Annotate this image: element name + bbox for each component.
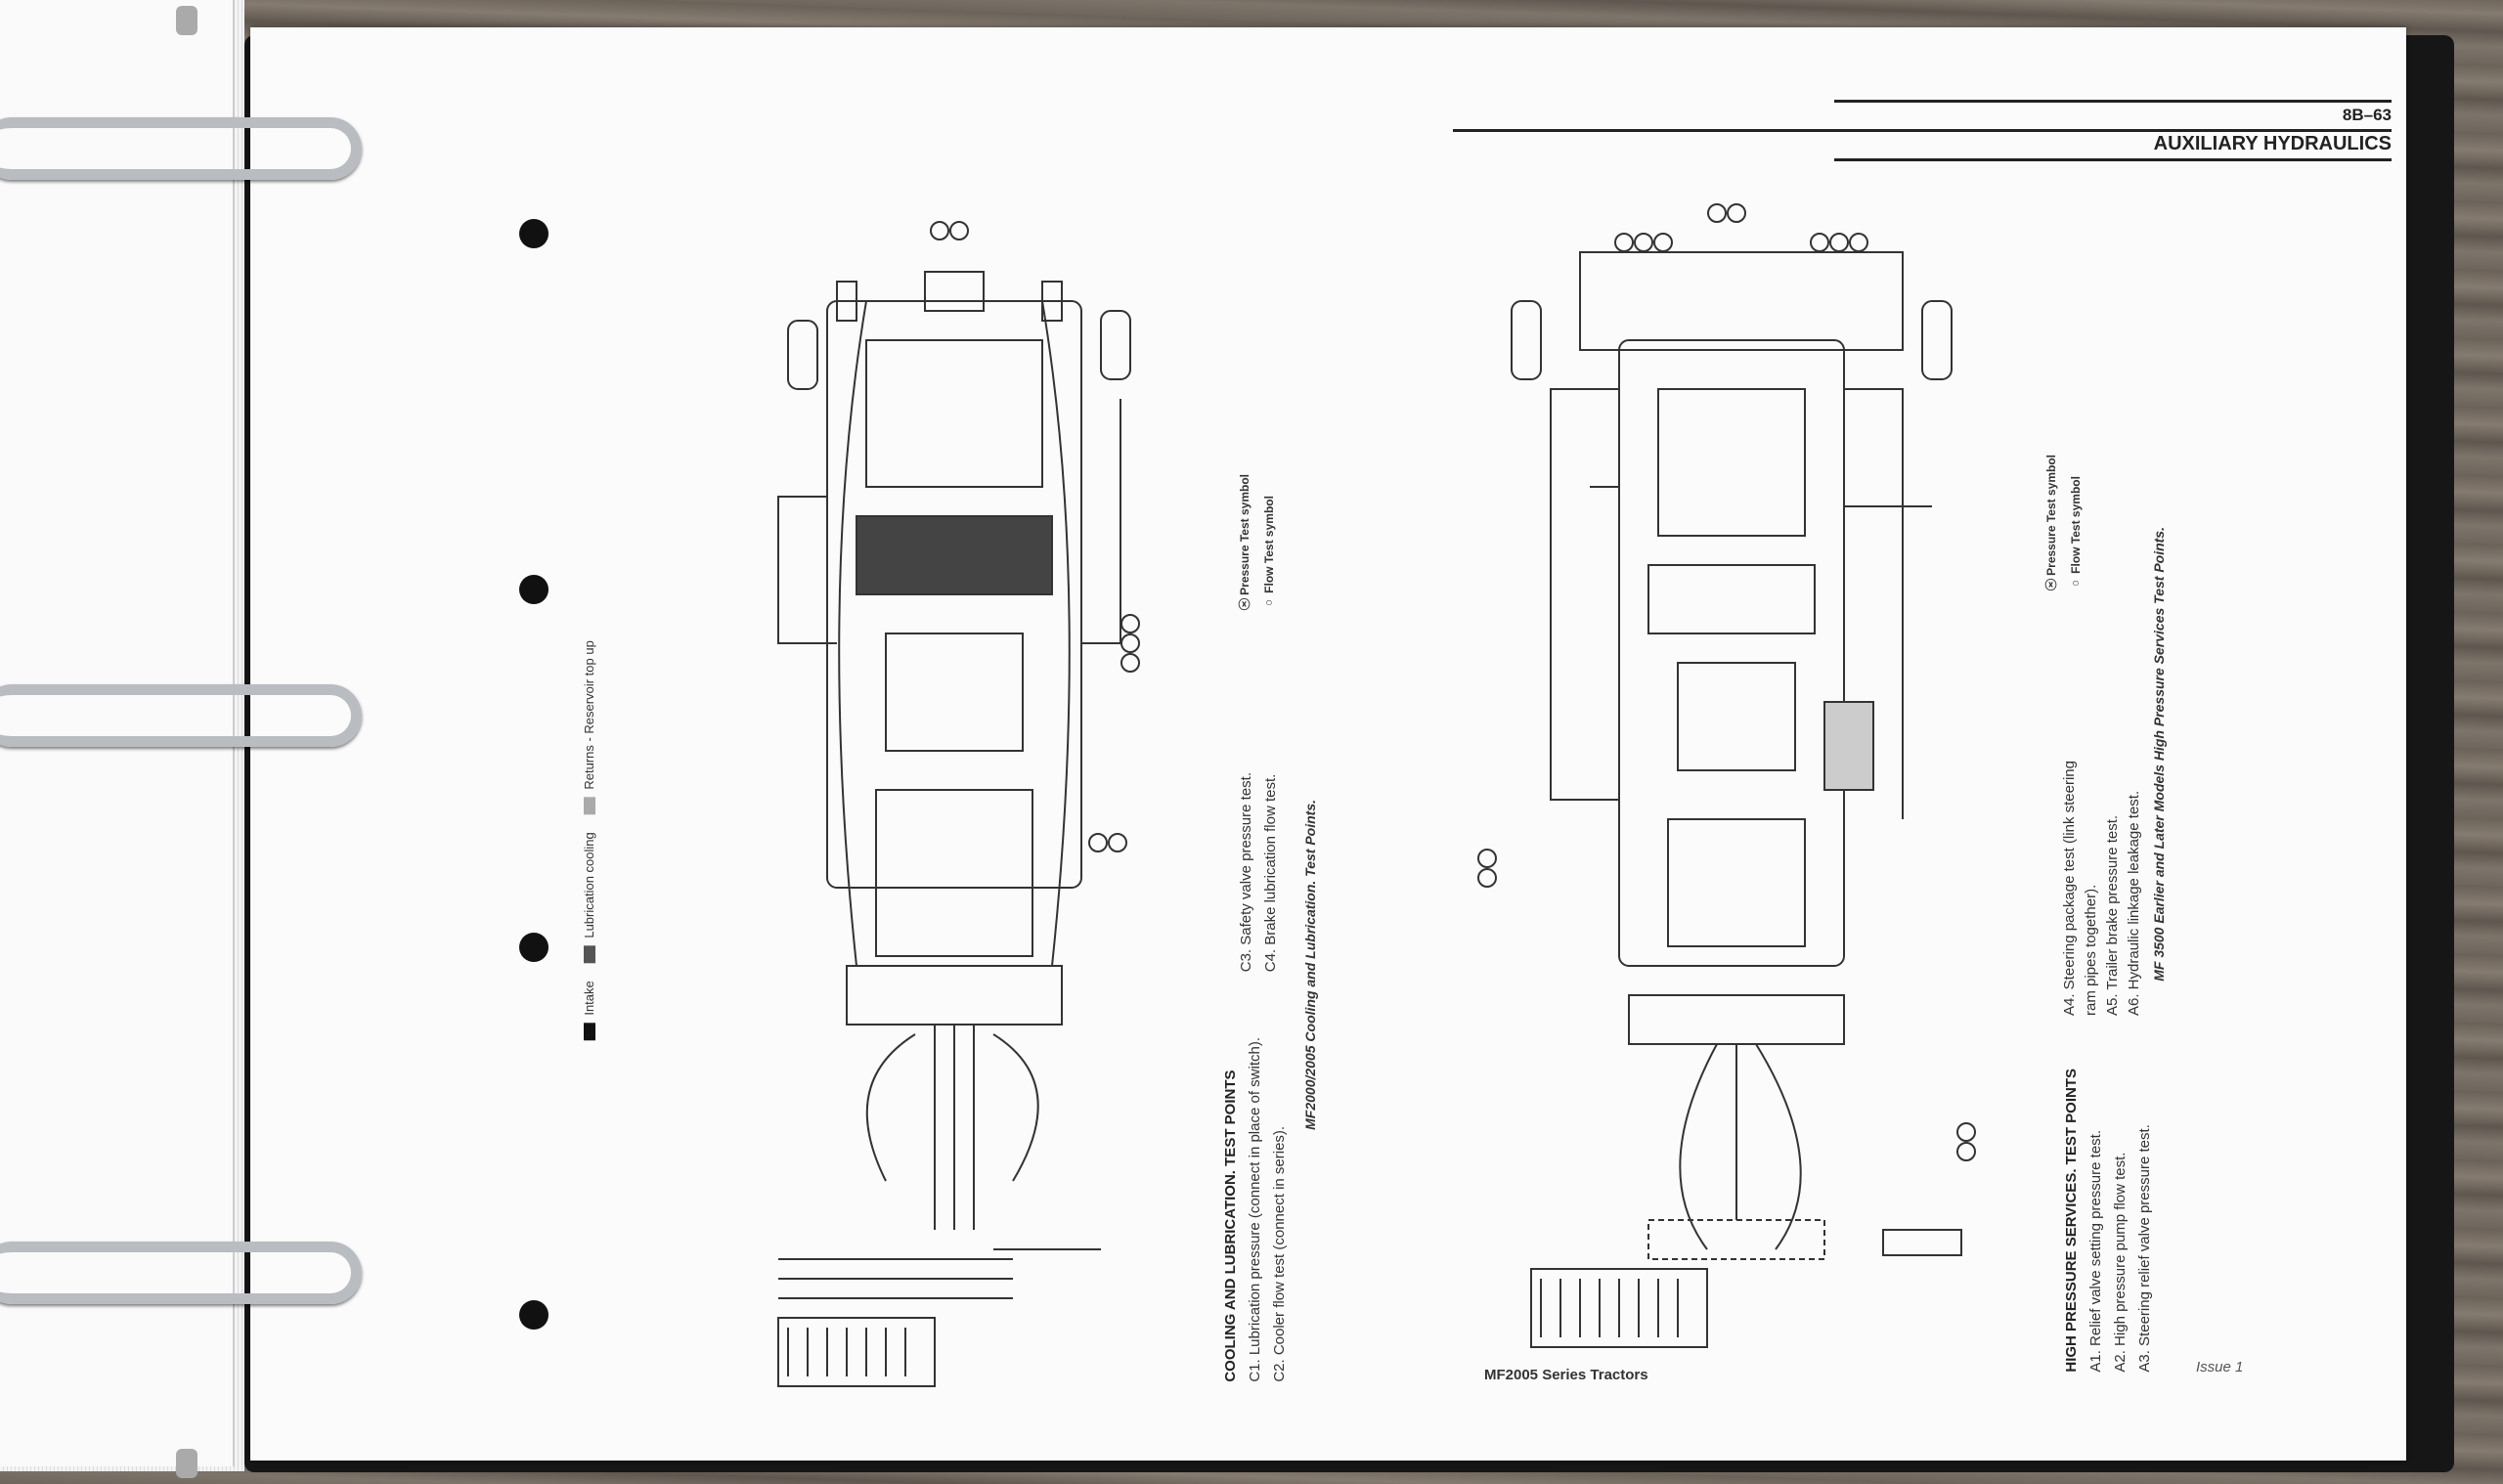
symbol-key: ⓧ Pressure Test symbol ○ Flow Test symbo… — [1233, 474, 1282, 610]
list-item: C2. Cooler flow test (connect in series)… — [1271, 1126, 1288, 1382]
list-item: C1. Lubrication pressure (connect in pla… — [1247, 1037, 1263, 1382]
header-rule — [1453, 129, 2392, 132]
binder-ring — [0, 117, 362, 180]
binder-ring-post — [176, 6, 198, 35]
legend-lubrication: Lubrication cooling — [582, 832, 596, 963]
manual-page: 8B–63 AUXILIARY HYDRAULICS Intake Lubric… — [250, 27, 2406, 1461]
flow-test-symbol: ○ Flow Test symbol — [2069, 475, 2083, 590]
list-item: A2. High pressure pump flow test. — [2112, 1152, 2129, 1373]
section-heading: COOLING AND LUBRICATION. TEST POINTS — [1222, 1069, 1239, 1382]
high-pressure-services-diagram — [1477, 203, 1976, 1348]
list-item: C4. Brake lubrication flow test. — [1262, 773, 1279, 972]
punch-hole — [519, 933, 549, 962]
cooling-lubrication-diagram — [777, 221, 1140, 1387]
flow-test-symbol: ○ Flow Test symbol — [1262, 495, 1276, 610]
list-item: A4. Steering package test (link steering… — [2061, 761, 2099, 1016]
page-number: 8B–63 — [2342, 106, 2392, 124]
legend-intake: Intake — [582, 981, 596, 1040]
pressure-test-symbol: ⓧ Pressure Test symbol — [2044, 454, 2058, 590]
binder-ring — [0, 1242, 362, 1304]
pressure-test-symbol: ⓧ Pressure Test symbol — [1238, 473, 1252, 610]
header-rule — [1834, 158, 2392, 161]
legend: Intake Lubrication cooling Returns - Res… — [577, 640, 601, 1040]
section-heading: HIGH PRESSURE SERVICES. TEST POINTS — [2063, 1069, 2080, 1373]
list-item: A6. Hydraulic linkage leakage test. — [2126, 790, 2142, 1016]
section-title: AUXILIARY HYDRAULICS — [2153, 133, 2392, 154]
punch-hole — [519, 219, 549, 248]
list-item: A1. Relief valve setting pressure test. — [2087, 1130, 2104, 1373]
list-item: A5. Trailer brake pressure test. — [2104, 814, 2121, 1016]
high-pressure-test-points-list: HIGH PRESSURE SERVICES. TEST POINTS A1. … — [2059, 1069, 2157, 1373]
binder-ring — [0, 684, 362, 747]
footer-title: MF2005 Series Tractors — [1484, 1367, 1648, 1383]
list-item: C3. Safety valve pressure test. — [1238, 771, 1254, 972]
cooling-test-points-list: COOLING AND LUBRICATION. TEST POINTS C1.… — [1218, 1037, 1292, 1382]
header-rule — [1834, 100, 2392, 103]
legend-returns: Returns - Reservoir top up — [582, 640, 596, 814]
page-stack — [0, 0, 244, 1471]
list-item: A3. Steering relief valve pressure test. — [2136, 1124, 2153, 1373]
binder-ring-post — [176, 1449, 198, 1478]
figure-caption: MF2000/2005 Cooling and Lubrication. Tes… — [1302, 800, 1318, 1130]
high-pressure-test-points-list-2: A4. Steering package test (link steering… — [2059, 732, 2145, 1016]
figure-caption: MF 3500 Earlier and Later Models High Pr… — [2151, 527, 2167, 982]
punch-hole — [519, 575, 549, 604]
cooling-test-points-list-2: C3. Safety valve pressure test. C4. Brak… — [1234, 772, 1283, 972]
punch-hole — [519, 1300, 549, 1330]
footer-issue: Issue 1 — [2196, 1359, 2244, 1375]
symbol-key: ⓧ Pressure Test symbol ○ Flow Test symbo… — [2040, 455, 2088, 590]
